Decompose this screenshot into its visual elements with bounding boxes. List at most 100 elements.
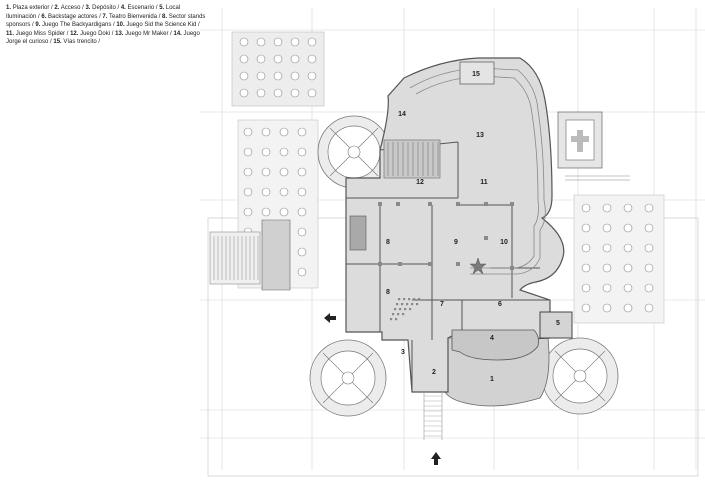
seat <box>297 167 307 177</box>
seat <box>602 243 612 253</box>
pattern-dot <box>418 298 421 301</box>
legend-entry: 13. Juego Mr Maker / <box>115 30 172 37</box>
pattern-dot <box>404 308 407 311</box>
seat <box>644 243 654 253</box>
label-zone-13: 13 <box>476 132 484 139</box>
pattern-dot <box>396 303 399 306</box>
entry-arrow-icon <box>431 452 441 465</box>
seat <box>581 243 591 253</box>
seat <box>243 187 253 197</box>
pattern-dot <box>394 308 397 311</box>
legend-entry: 3. Depósito / <box>85 5 120 11</box>
carousel-bottom-left <box>309 339 387 417</box>
seat <box>581 263 591 273</box>
pattern-dot <box>401 303 404 306</box>
seat <box>239 71 249 81</box>
seat <box>243 207 253 217</box>
legend-entry: 12. Juego Doki / <box>70 30 114 37</box>
seat <box>290 71 300 81</box>
seat <box>602 223 612 233</box>
seat <box>644 223 654 233</box>
legend-entry: 5. Local Iluminación / <box>6 5 181 20</box>
column <box>378 262 382 266</box>
seat <box>273 37 283 47</box>
legend-entry: 7. Teatro Bienvenida / <box>102 13 161 20</box>
seat <box>623 223 633 233</box>
seat <box>261 127 271 137</box>
legend-entry: 9. Juego The Backyardigans / <box>35 22 115 29</box>
label-zone-9: 9 <box>454 239 458 246</box>
seat <box>256 37 266 47</box>
seat <box>279 127 289 137</box>
seat <box>243 147 253 157</box>
seating-area-right <box>573 194 665 324</box>
seat <box>279 187 289 197</box>
stand-pattern <box>390 298 421 321</box>
seat <box>261 167 271 177</box>
seat <box>581 223 591 233</box>
seat <box>623 243 633 253</box>
legend-entry: 1. Plaza exterior / <box>6 5 53 11</box>
seat <box>239 88 249 98</box>
seat <box>644 303 654 313</box>
play-structure-top-right <box>557 111 630 181</box>
pattern-dot <box>411 303 414 306</box>
legend-entry: 10. Juego Sid the Science Kid / <box>116 22 200 29</box>
column <box>456 262 460 266</box>
seat <box>239 54 249 64</box>
seat <box>261 207 271 217</box>
seat <box>602 283 612 293</box>
seat <box>307 88 317 98</box>
label-zone-8b: 8 <box>386 289 390 296</box>
pattern-dot <box>397 313 400 316</box>
interior-staircase <box>383 139 441 179</box>
seat <box>279 167 289 177</box>
exit-arrow-icon <box>324 313 336 323</box>
label-zone-15: 15 <box>472 71 480 78</box>
legend-entry: 6. Backstage actores / <box>41 13 101 20</box>
pattern-dot <box>390 318 393 321</box>
staircase-left <box>209 219 291 291</box>
seat <box>243 167 253 177</box>
seat <box>273 54 283 64</box>
pattern-dot <box>413 298 416 301</box>
column <box>484 236 488 240</box>
seat <box>273 88 283 98</box>
seat <box>602 303 612 313</box>
seat <box>581 303 591 313</box>
legend-entry: 15. Vías trencito / <box>53 39 101 46</box>
legend: 1. Plaza exterior / 2. Acceso / 3. Depós… <box>6 4 206 47</box>
star-icon <box>469 257 487 275</box>
label-zone-3: 3 <box>401 349 405 356</box>
seat <box>297 227 307 237</box>
column <box>428 262 432 266</box>
pattern-dot <box>398 298 401 301</box>
legend-entry: 4. Escenario / <box>120 5 158 11</box>
seat <box>297 187 307 197</box>
legend-entry: 11. Juego Miss Spider / <box>6 30 69 37</box>
seating-area-top-left <box>231 31 325 107</box>
seat <box>623 263 633 273</box>
label-zone-2: 2 <box>432 369 436 376</box>
seat <box>279 147 289 157</box>
seat <box>581 283 591 293</box>
zone-vias-trencito <box>459 61 495 85</box>
carousel-bottom-right <box>541 337 619 415</box>
seat <box>644 283 654 293</box>
seat <box>623 283 633 293</box>
label-zone-7: 7 <box>440 301 444 308</box>
label-zone-10: 10 <box>500 239 508 246</box>
pattern-dot <box>416 303 419 306</box>
pattern-dot <box>403 298 406 301</box>
zone-escenario <box>451 329 539 361</box>
seat <box>243 127 253 137</box>
seat <box>297 127 307 137</box>
legend-entry: 14. Juego Jorge el curioso / <box>6 30 200 46</box>
legend-entry: 8. Sector stands sponsors / <box>6 13 206 29</box>
label-zone-4: 4 <box>490 335 494 342</box>
seat <box>581 203 591 213</box>
seat <box>602 263 612 273</box>
seat <box>602 203 612 213</box>
seat <box>623 203 633 213</box>
label-zone-5: 5 <box>556 320 560 327</box>
